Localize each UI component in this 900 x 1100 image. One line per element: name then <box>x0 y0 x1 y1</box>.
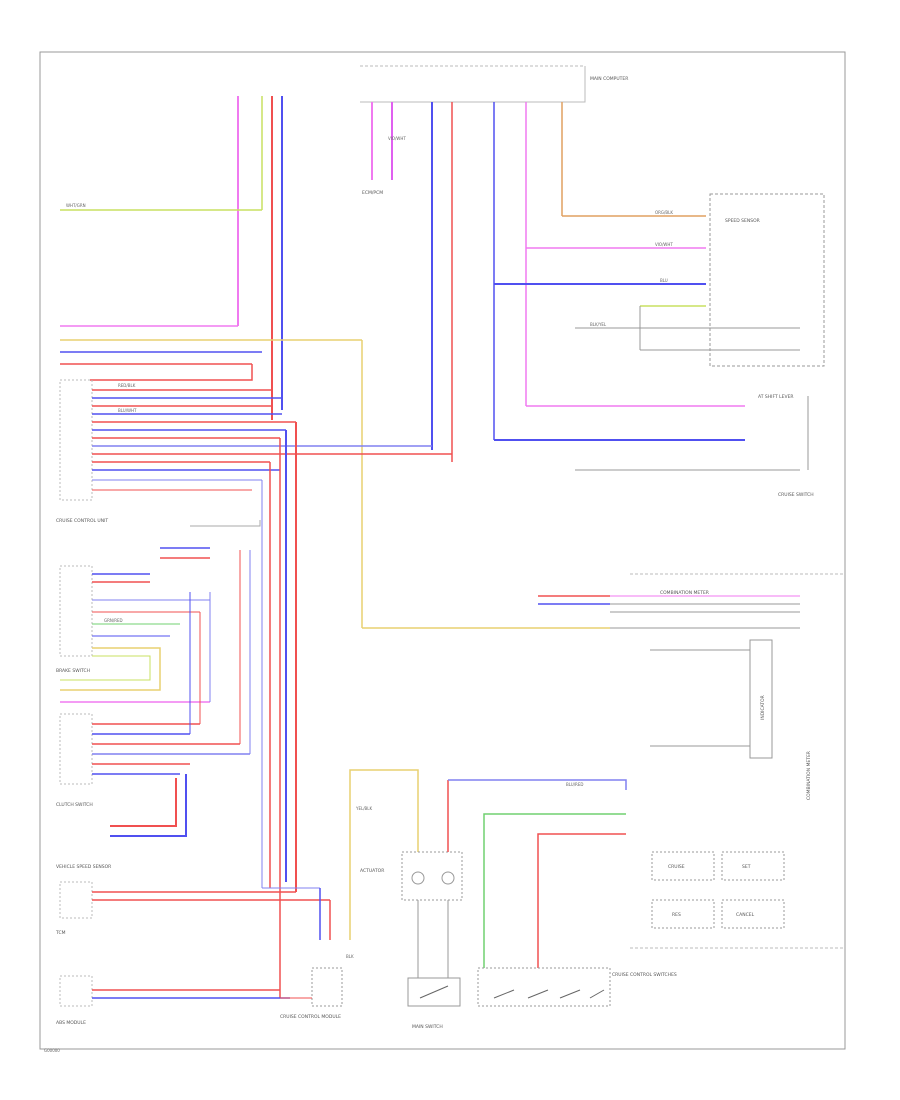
vehicle-speed-sensor-label: VEHICLE SPEED SENSOR <box>56 864 111 870</box>
brake-switch-label: BRAKE SWITCH <box>56 668 90 674</box>
combination-meter-vertical-label: COMBINATION METER <box>806 751 812 800</box>
code-blk-yel-1: BLK/YEL <box>590 322 607 327</box>
code-vio-wht-right: VIO/WHT <box>655 242 673 247</box>
clutch-switch-label: CLUTCH SWITCH <box>56 802 93 808</box>
code-blu-red: BLU/RED <box>566 782 583 787</box>
code-yel-blk: YEL/BLK <box>355 806 373 811</box>
diagram-frame <box>39 51 846 1050</box>
brake-switch-module: BRAKE SWITCH GRN/RED <box>56 565 210 691</box>
cruise-control-unit-label: CRUISE CONTROL UNIT <box>56 518 108 524</box>
actuator-unit: ACTUATOR YEL/BLK <box>349 769 627 940</box>
cruise-control-module-label: CRUISE CONTROL MODULE <box>280 1014 341 1020</box>
box-set: SET <box>742 864 751 870</box>
code-blu-wht-1: BLU/WHT <box>118 408 137 413</box>
top-wires: ECM/PCM VIO/WHT <box>362 102 563 462</box>
code-vio-wht-top: VIO/WHT <box>388 136 406 141</box>
code-org-blk: ORG/BLK <box>655 210 673 215</box>
cruise-control-module: CRUISE CONTROL MODULE BLK <box>280 954 354 1020</box>
cruise-switches-label: CRUISE CONTROL SWITCHES <box>612 972 677 978</box>
abs-module: ABS MODULE <box>56 975 290 1026</box>
box-res: RES <box>672 912 681 918</box>
box-cruise: CRUISE <box>668 864 685 870</box>
tcm-label: TCM <box>55 930 66 936</box>
code-blu-right: BLU <box>660 278 668 283</box>
left-connector-stack: RED/BLK BLU/WHT CRUISE CONTROL UNIT <box>56 379 452 998</box>
combination-meter-heading: COMBINATION METER <box>660 590 709 596</box>
box-cancel: CANCEL <box>736 912 755 918</box>
left-wire-bundle: WHT/GRN <box>60 96 610 629</box>
main-switch-label: MAIN SWITCH <box>412 1024 443 1030</box>
cruise-switch-label: CRUISE SWITCH <box>778 492 814 498</box>
at-shift-lever-label: AT SHIFT LEVER <box>758 394 794 400</box>
combination-meter: COMBINATION METER INDICATOR COMBINATION … <box>538 573 845 949</box>
code-grn-red: GRN/RED <box>104 618 123 623</box>
speed-sensor-module: SPEED SENSOR ORG/BLK VIO/WHT BLU BLK/YEL <box>494 193 825 367</box>
tcm-module: TCM <box>55 881 331 940</box>
code-blk-1: BLK <box>346 954 354 959</box>
vehicle-speed-sensor-loops: VEHICLE SPEED SENSOR <box>56 774 187 870</box>
actuator-label: ACTUATOR <box>360 868 384 874</box>
code-red-blk-1: RED/BLK <box>118 383 136 388</box>
page-mark: G00000 <box>44 1048 60 1053</box>
clutch-switch-module: CLUTCH SWITCH <box>56 550 251 808</box>
center-left-connector <box>160 520 261 559</box>
at-shift-lever: AT SHIFT LEVER CRUISE SWITCH <box>494 394 814 498</box>
label-ecm-pcm: ECM/PCM <box>362 190 383 196</box>
indicator-label: INDICATOR <box>760 695 766 720</box>
top-connector: MAIN COMPUTER <box>360 65 628 103</box>
code-wht-grn: WHT/GRN <box>66 203 86 208</box>
main-switch-unit: MAIN SWITCH <box>407 900 461 1030</box>
speed-sensor-label: SPEED SENSOR <box>725 218 760 224</box>
cruise-switches-unit: CRUISE CONTROL SWITCHES BLU/RED <box>477 782 677 1007</box>
abs-module-label: ABS MODULE <box>56 1020 86 1026</box>
top-connector-label: MAIN COMPUTER <box>590 76 628 82</box>
